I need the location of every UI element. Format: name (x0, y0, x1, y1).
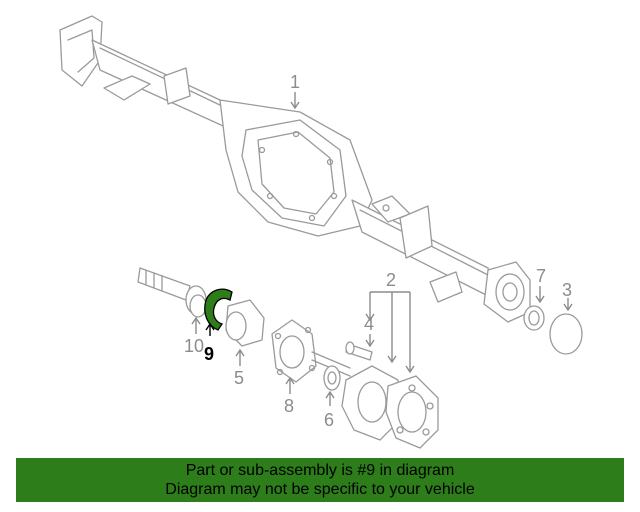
oring-part-3 (549, 313, 583, 355)
callout-2: 2 (386, 270, 396, 290)
banner-line-2: Diagram may not be specific to your vehi… (165, 481, 475, 498)
bearing-part-5 (225, 299, 265, 347)
callout-9: 9 (204, 344, 214, 364)
callout-3: 3 (562, 280, 572, 300)
callout-1: 1 (290, 72, 300, 92)
seal-part-7 (523, 305, 545, 331)
callout-7: 7 (536, 266, 546, 286)
part-info-banner: Part or sub-assembly is #9 in diagram Di… (16, 458, 624, 502)
callout-6: 6 (324, 410, 334, 430)
callout-8: 8 (284, 396, 294, 416)
callout-4: 4 (364, 314, 374, 334)
callout-10: 10 (184, 336, 204, 356)
leader-lines (191, 92, 573, 406)
hub-part-2 (341, 365, 439, 449)
axle-shaft (137, 267, 207, 318)
banner-line-1: Part or sub-assembly is #9 in diagram (185, 462, 455, 479)
axle-housing (59, 15, 531, 323)
callout-5: 5 (234, 368, 244, 388)
bolt-part-4 (345, 341, 373, 361)
ring-part-6 (323, 365, 341, 391)
